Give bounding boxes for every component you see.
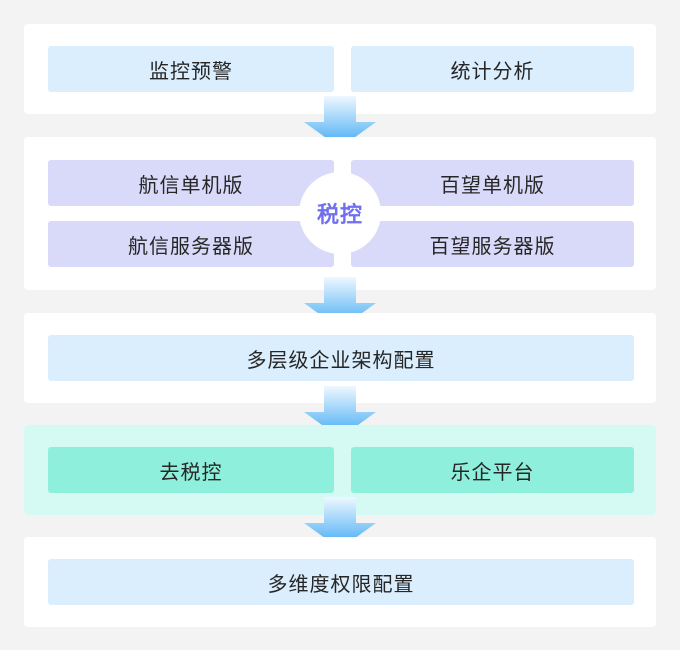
tax-control-center-label: 税控 — [299, 172, 381, 254]
hangxin-standalone-box: 航信单机版 — [48, 160, 334, 206]
statistics-analysis-box: 统计分析 — [351, 46, 634, 92]
down-arrow-icon — [304, 96, 376, 148]
leqi-platform-box: 乐企平台 — [351, 447, 634, 493]
permission-config-box: 多维度权限配置 — [48, 559, 634, 605]
hangxin-server-box: 航信服务器版 — [48, 221, 334, 267]
baiwang-standalone-box: 百望单机版 — [351, 160, 634, 206]
baiwang-server-box: 百望服务器版 — [351, 221, 634, 267]
down-arrow-icon — [304, 497, 376, 549]
org-config-box: 多层级企业架构配置 — [48, 335, 634, 381]
monitor-warning-box: 监控预警 — [48, 46, 334, 92]
remove-tax-control-box: 去税控 — [48, 447, 334, 493]
